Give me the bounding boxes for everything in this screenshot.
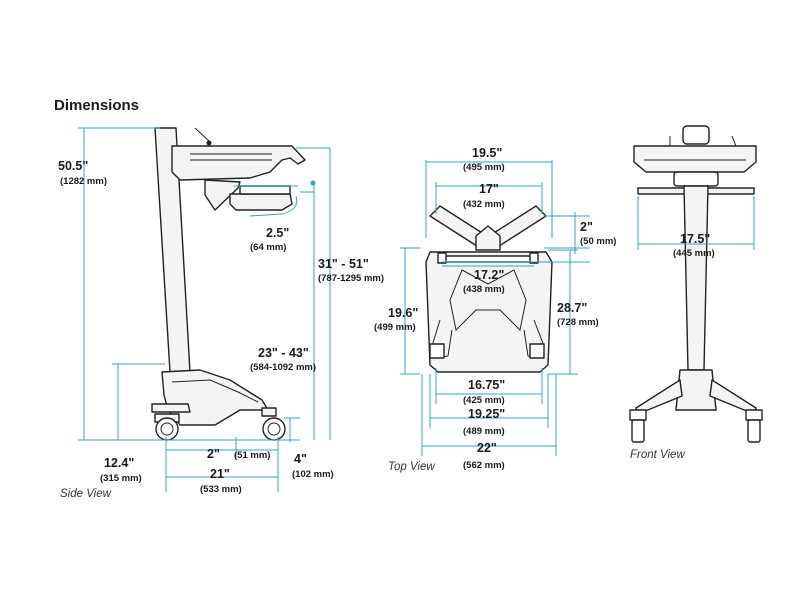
worksurface-range-inches: 31" - 51" [318,257,369,271]
wheel-height-mm: (102 mm) [292,469,334,480]
height-total-inches: 50.5" [58,159,88,173]
base-width-inner-inches: 16.75" [468,378,505,392]
side-view-dimension-lines [78,127,331,492]
page-title: Dimensions [54,97,140,114]
tray-drop-inches: 2.5" [266,226,289,240]
top-view-cart-illustration [425,205,553,373]
worksurface-range-mm: (787-1295 mm) [318,273,384,284]
base-depth-mm: (533 mm) [200,484,242,495]
base-width-outer-mm: (562 mm) [463,460,505,471]
base-width-mid-inches: 19.25" [468,407,505,421]
top-depth-left-mm: (499 mm) [374,322,416,333]
wheel-offset-mm: (51 mm) [234,450,270,461]
arm-depth-inches: 2" [580,220,593,234]
top-view-label: Top View [388,461,435,473]
front-view-dimension-lines [637,196,755,250]
top-depth-right-mm: (728 mm) [557,317,599,328]
keyboard-range-mm: (584-1092 mm) [250,362,316,373]
top-width-outer-inches: 19.5" [472,146,502,160]
base-depth-inches: 21" [210,467,230,481]
front-width-inches: 17.5" [680,232,710,246]
side-view-cart-illustration [151,127,306,441]
top-view-dimension-lines [400,160,590,456]
base-width-inner-mm: (425 mm) [463,395,505,406]
front-width-mm: (445 mm) [673,248,715,259]
top-width-outer-mm: (495 mm) [463,162,505,173]
tray-drop-mm: (64 mm) [250,242,286,253]
base-rear-mm: (315 mm) [100,473,142,484]
base-rear-inches: 12.4" [104,456,134,470]
arm-depth-mm: (50 mm) [580,236,616,247]
top-width-arms-mm: (432 mm) [463,199,505,210]
base-width-mid-mm: (489 mm) [463,426,505,437]
height-total-mm: (1282 mm) [60,176,107,187]
front-view-cart-illustration [629,125,763,443]
top-width-surface-inches: 17.2" [474,268,504,282]
top-width-arms-inches: 17" [479,182,499,196]
top-depth-right-inches: 28.7" [557,301,587,315]
top-depth-left-inches: 19.6" [388,306,418,320]
wheel-height-inches: 4" [294,452,307,466]
front-view-label: Front View [630,449,685,461]
base-width-outer-inches: 22" [477,441,497,455]
keyboard-range-inches: 23" - 43" [258,346,309,360]
top-width-surface-mm: (438 mm) [463,284,505,295]
side-view-label: Side View [60,488,112,500]
wheel-offset-inches: 2" [207,447,220,461]
